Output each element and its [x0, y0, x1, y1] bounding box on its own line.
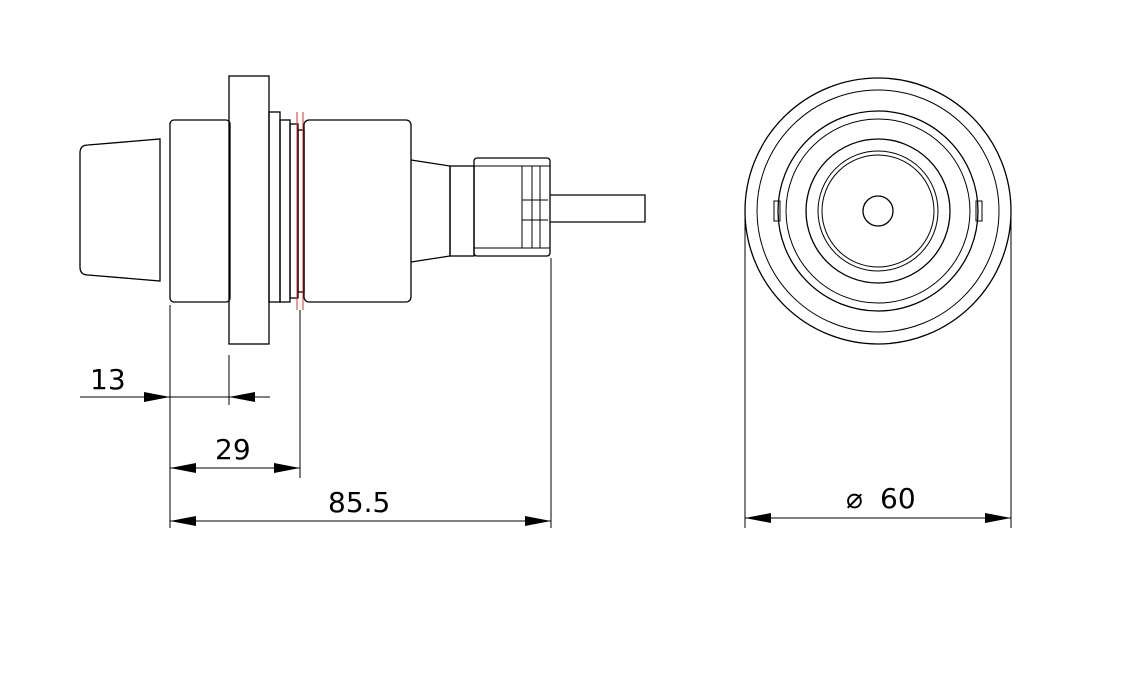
center-hole — [862, 195, 894, 227]
side-view — [79, 75, 646, 345]
dim-13-arrow-left — [144, 392, 170, 402]
dim-60-arrow-left — [745, 513, 771, 523]
front-dimensions: ⌀ 60 — [744, 211, 1012, 528]
dim-29-arrow-right — [274, 463, 300, 473]
neck — [449, 165, 475, 257]
collet — [473, 157, 551, 257]
outer-circle — [744, 77, 1012, 345]
flange — [228, 75, 270, 345]
dim-13-arrow-right — [229, 392, 255, 402]
side-dimensions: 13 29 85.5 — [80, 258, 552, 528]
dim-13-label: 13 — [90, 363, 126, 396]
left-tab — [773, 200, 781, 222]
front-view — [744, 77, 1012, 345]
nut — [268, 111, 281, 303]
diameter-symbol: ⌀ — [846, 482, 863, 515]
dim-29-arrow-left — [170, 463, 196, 473]
dim-60-label: 60 — [880, 482, 916, 515]
dim-85-arrow-left — [170, 516, 196, 526]
front-nose — [79, 138, 161, 282]
right-tab — [975, 200, 983, 222]
cable — [550, 194, 646, 223]
dim-85-arrow-right — [525, 516, 551, 526]
dim-29-label: 29 — [215, 433, 251, 466]
rear-taper — [410, 159, 451, 263]
dim-85-label: 85.5 — [328, 486, 390, 519]
dim-60-arrow-right — [985, 513, 1011, 523]
front-body — [169, 119, 231, 303]
ring-1 — [279, 119, 291, 303]
rear-body — [303, 119, 412, 303]
